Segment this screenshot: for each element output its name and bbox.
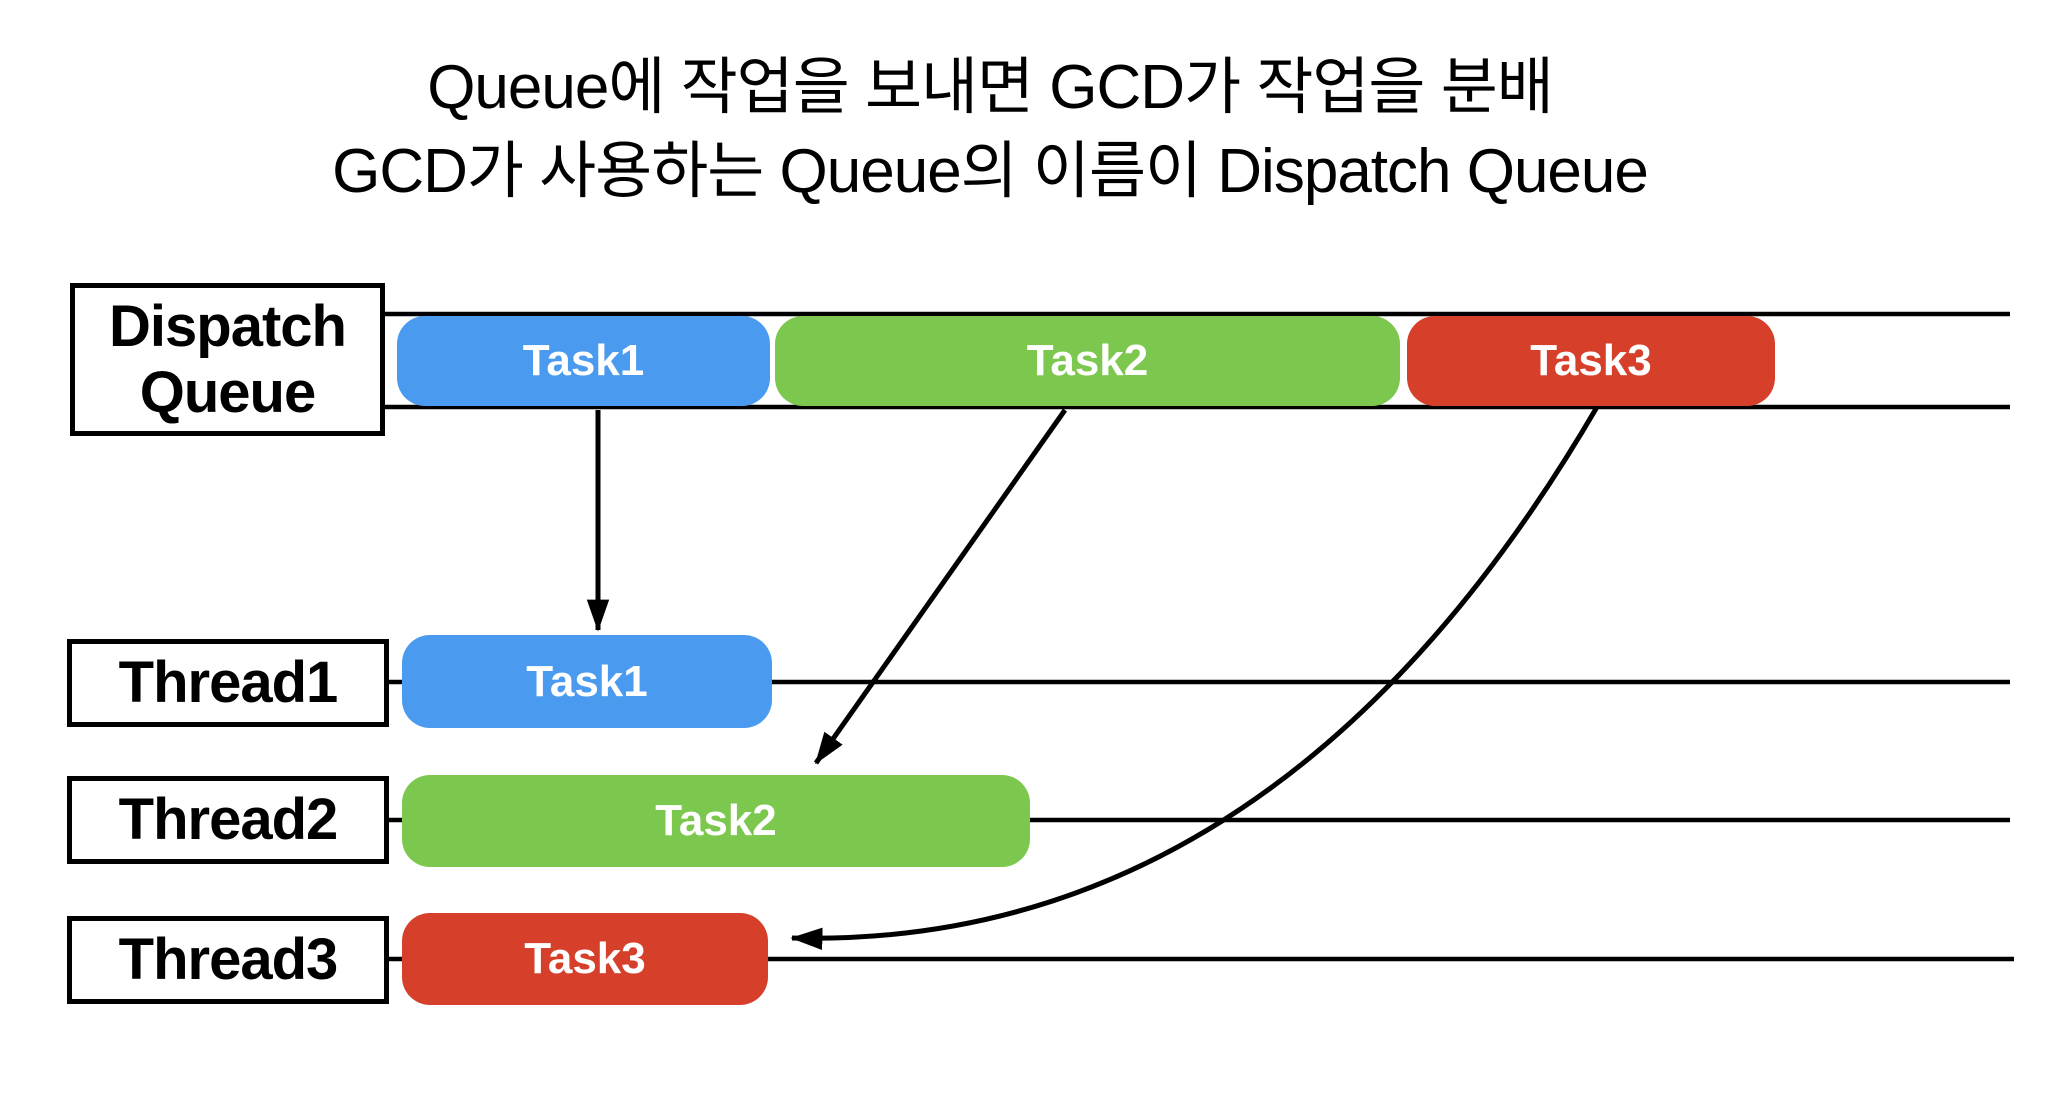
queue-task2-label: Task2 — [1026, 336, 1149, 385]
dispatch-label-line2: Queue — [139, 359, 316, 425]
task3-dispatch-arrow — [790, 405, 1600, 950]
thread1-task1-pill: Task1 — [402, 635, 772, 728]
thread1-label: Thread1 — [118, 650, 339, 715]
thread1-task1-label: Task1 — [526, 656, 648, 706]
thread2-label: Thread2 — [118, 787, 339, 852]
thread3-task3-pill: Task3 — [402, 913, 768, 1005]
thread1-label-box: Thread1 — [67, 639, 389, 727]
dispatch-queue-label: Dispatch Queue — [109, 293, 347, 426]
title-line-2: GCD가 사용하는 Queue의 이름이 Dispatch Queue — [332, 137, 1649, 206]
thread3-label: Thread3 — [118, 927, 339, 992]
dispatch-queue-label-box: Dispatch Queue — [70, 283, 385, 436]
queue-task3-label: Task3 — [1530, 336, 1652, 385]
thread2-task2-label: Task2 — [655, 796, 777, 845]
queue-task2-pill: Task2 — [775, 316, 1400, 406]
task2-dispatch-arrow — [813, 408, 1068, 765]
queue-task1-label: Task1 — [522, 336, 645, 385]
dispatch-label-line1: Dispatch — [109, 293, 347, 359]
thread3-task3-label: Task3 — [524, 934, 646, 983]
queue-task1-pill: Task1 — [397, 316, 770, 406]
thread3-label-box: Thread3 — [67, 916, 389, 1004]
diagram-title: Queue에 작업을 보내면 GCD가 작업을 분배 GCD가 사용하는 Que… — [0, 46, 1980, 214]
title-line-1: Queue에 작업을 보내면 GCD가 작업을 분배 — [427, 53, 1554, 122]
queue-task3-pill: Task3 — [1407, 316, 1775, 406]
thread2-task2-pill: Task2 — [402, 775, 1030, 867]
thread2-label-box: Thread2 — [67, 776, 389, 864]
